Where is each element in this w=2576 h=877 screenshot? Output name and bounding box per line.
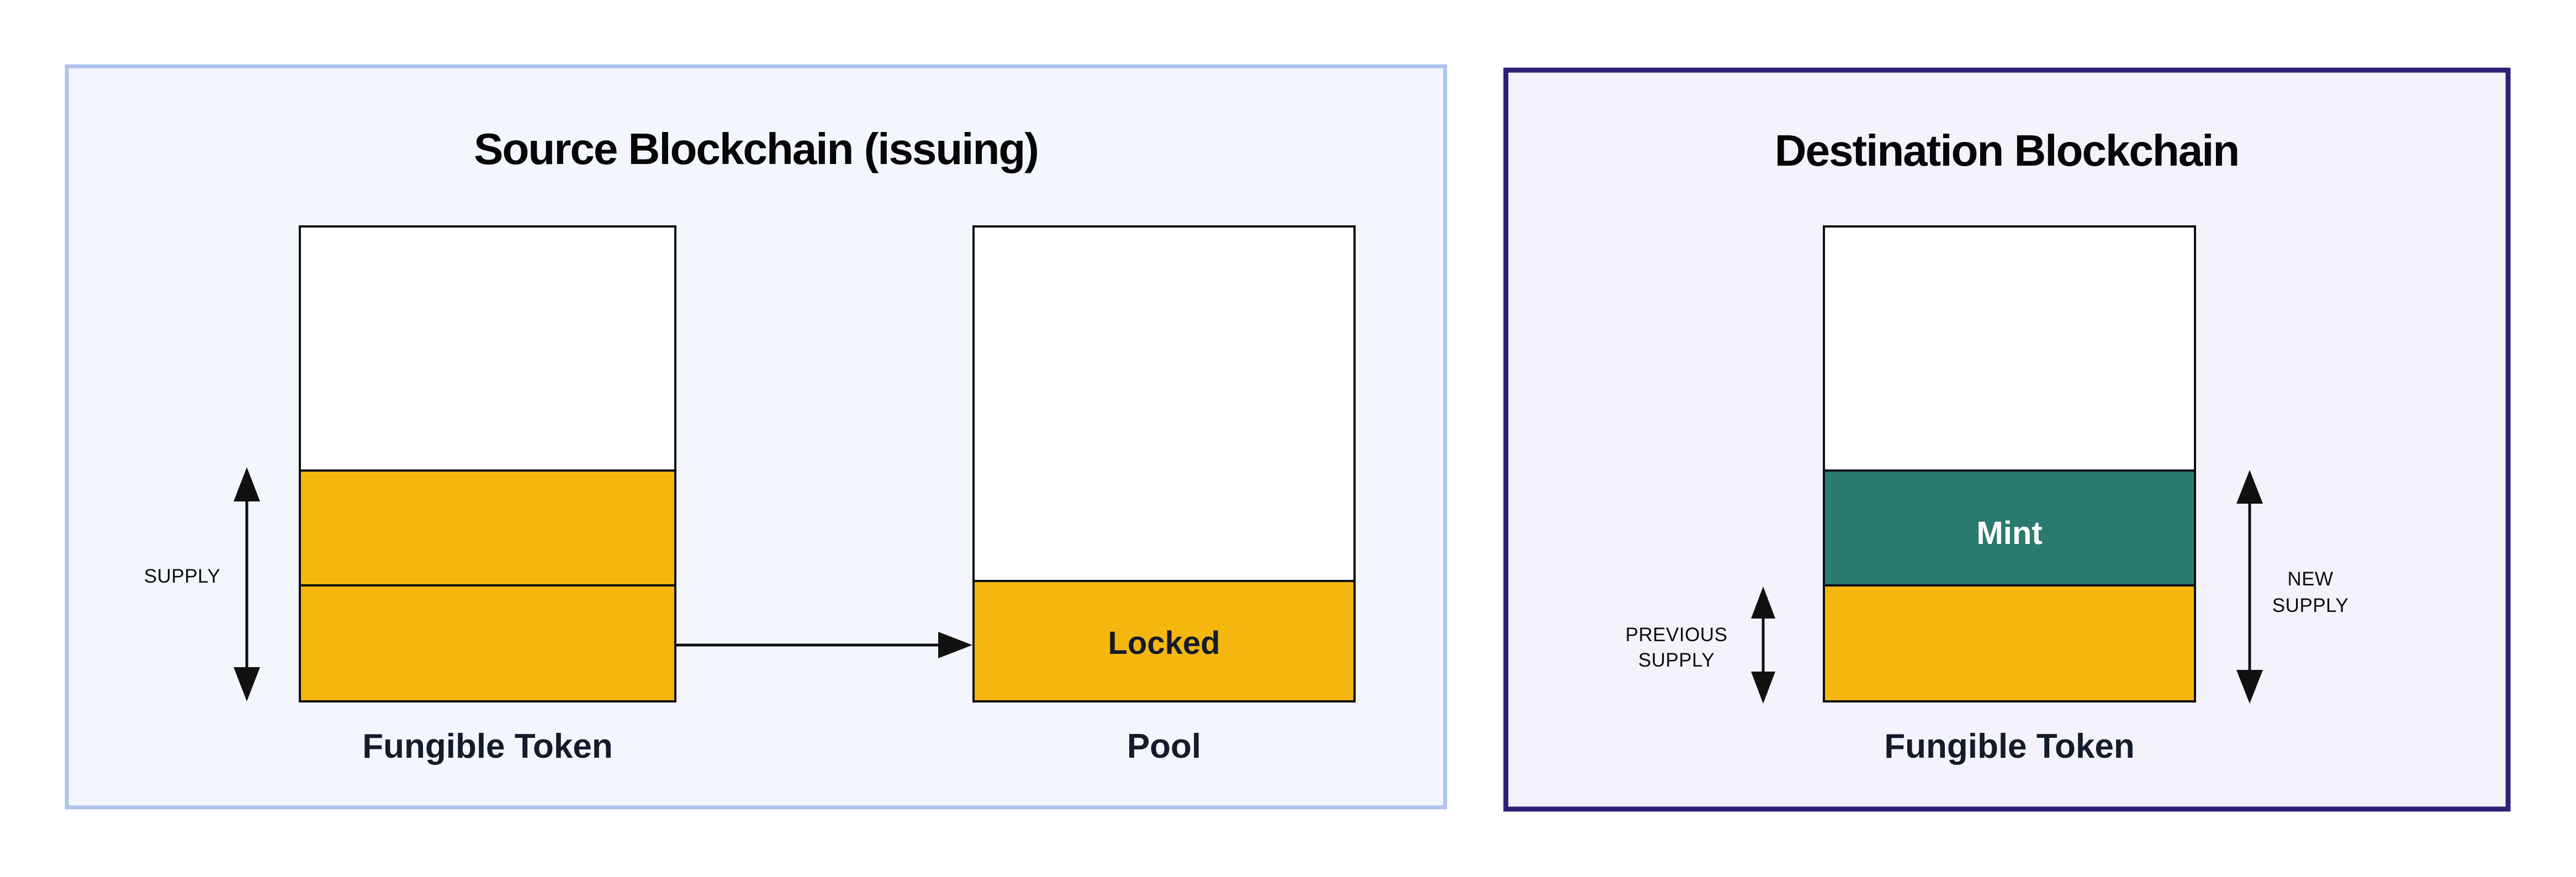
- supply-range-arrow: [234, 467, 260, 701]
- arrowhead-down-icon: [2236, 670, 2263, 704]
- pool-label: Pool: [1127, 727, 1201, 765]
- destination-fungible-token-box: Mint: [1823, 225, 2196, 702]
- arrowhead-up-icon: [234, 467, 260, 501]
- destination-panel: Destination Blockchain Mint PREVIOUS SUP…: [1503, 67, 2511, 812]
- previous-supply-label-line1: PREVIOUS: [1626, 624, 1728, 646]
- source-fungible-token-label: Fungible Token: [362, 727, 613, 765]
- pool-box: Locked: [972, 225, 1356, 702]
- locked-band: [975, 581, 1353, 700]
- new-supply-arrow: [2236, 470, 2263, 704]
- source-panel: Source Blockchain (issuing) SUPPLY Locke…: [65, 64, 1447, 810]
- destination-panel-title: Destination Blockchain: [1775, 126, 2239, 175]
- arrowhead-down-icon: [1751, 672, 1775, 704]
- destination-fungible-token-label: Fungible Token: [1884, 727, 2135, 765]
- arrowhead-up-icon: [2236, 470, 2263, 504]
- new-supply-label-line2: SUPPLY: [2272, 595, 2349, 616]
- source-panel-title: Source Blockchain (issuing): [474, 124, 1038, 173]
- supply-label: SUPPLY: [144, 566, 221, 587]
- previous-supply-arrow: [1751, 587, 1775, 704]
- arrowhead-down-icon: [234, 667, 260, 701]
- mint-label: Mint: [1976, 515, 2042, 551]
- previous-supply-band: [1825, 585, 2194, 700]
- arrowhead-right-icon: [938, 632, 972, 658]
- previous-supply-label: PREVIOUS SUPPLY: [1626, 624, 1728, 671]
- mint-band: [1825, 471, 2194, 584]
- source-fungible-token-box: [299, 225, 676, 702]
- previous-supply-label-line2: SUPPLY: [1638, 649, 1715, 671]
- transfer-arrow: [676, 632, 972, 658]
- new-supply-label-line1: NEW: [2287, 568, 2333, 590]
- new-supply-label: NEW SUPPLY: [2272, 568, 2349, 616]
- arrowhead-up-icon: [1751, 587, 1775, 619]
- locked-label: Locked: [1108, 625, 1220, 661]
